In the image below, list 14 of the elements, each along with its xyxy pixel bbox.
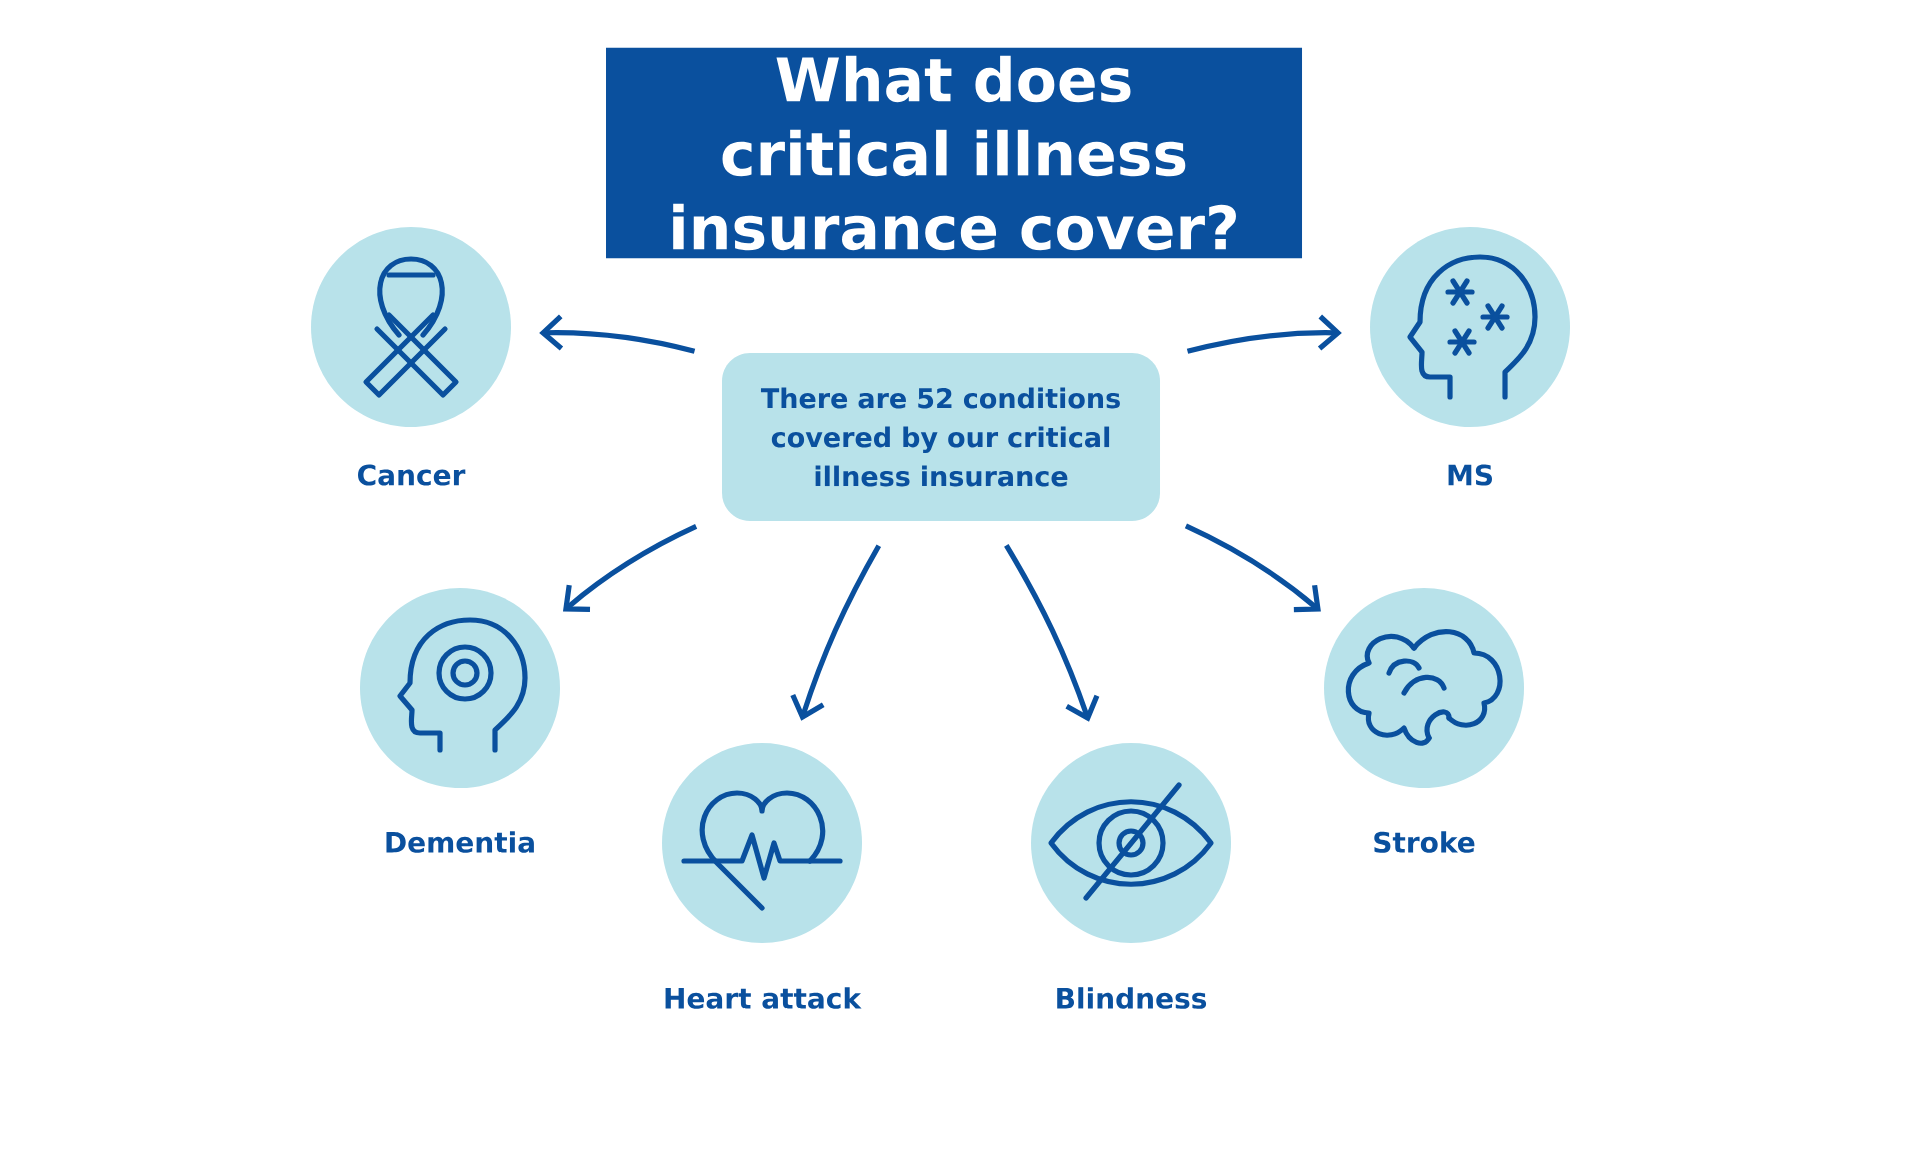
condition-label: Stroke [1374, 831, 1475, 853]
arrow [790, 544, 882, 721]
condition-label: MS [1448, 464, 1492, 486]
arrow [1004, 544, 1100, 722]
condition-label: Heart attack [665, 987, 862, 1009]
arrow [539, 314, 696, 354]
condition-label: Blindness [1057, 987, 1207, 1009]
title: What does critical illness insurance cover? [606, 47, 1302, 259]
arrow [1186, 314, 1342, 354]
condition-label: Cancer [358, 464, 466, 486]
arrow [562, 524, 698, 612]
condition-label: Dementia [386, 831, 534, 853]
text-box: There are 52 conditions covered by our critical illness insurance [722, 353, 1160, 521]
arrow [1184, 523, 1321, 613]
